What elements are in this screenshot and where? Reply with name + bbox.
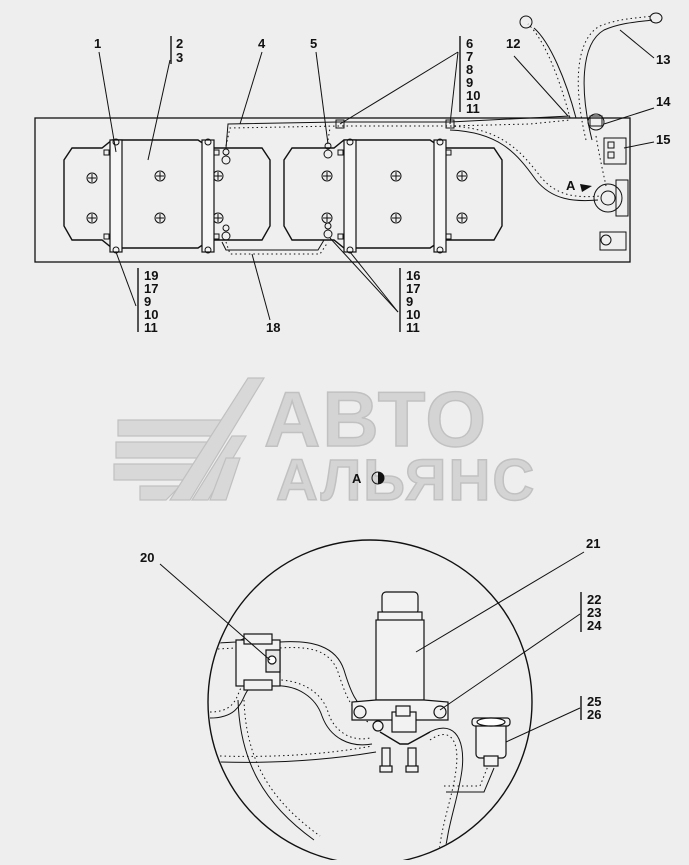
callout-10-left: 10 (144, 307, 158, 322)
callout-12: 12 (506, 36, 520, 51)
external-wires (519, 12, 663, 187)
callout-10-mid: 10 (406, 307, 420, 322)
clamp-straps (109, 139, 447, 253)
watermark-logo: АВТО АЛЬЯНС (113, 374, 536, 514)
callouts-detail: 20 21 22 23 24 25 26 (140, 536, 602, 743)
callout-3: 3 (176, 50, 183, 65)
callout-stack-top: 6 7 8 9 10 11 (466, 36, 480, 116)
callout-11-left: 11 (144, 320, 158, 335)
callout-21: 21 (586, 536, 600, 551)
callout-6: 6 (466, 36, 473, 51)
callout-26: 26 (587, 707, 601, 722)
callout-4: 4 (258, 36, 266, 51)
callout-9-mid: 9 (406, 294, 413, 309)
strap-bolts (103, 138, 452, 254)
panel-cables (221, 115, 601, 255)
callout-11-mid: 11 (406, 320, 420, 335)
view-marker-arrow (580, 184, 592, 192)
fuse-holder (235, 633, 281, 691)
detail-view-a (207, 539, 533, 865)
callout-2: 2 (176, 36, 183, 51)
callout-18: 18 (266, 320, 280, 335)
callout-17-left: 17 (144, 281, 158, 296)
callout-11: 11 (466, 101, 480, 116)
callout-23: 23 (587, 605, 601, 620)
socket-connector (471, 717, 511, 767)
callout-stack-left: 19 17 9 10 11 (144, 268, 158, 335)
callout-20: 20 (140, 550, 154, 565)
watermark-line2: АЛЬЯНС (276, 448, 536, 513)
watermark-line1: АВТО (264, 375, 488, 463)
callout-9: 9 (466, 75, 473, 90)
callout-13: 13 (656, 52, 670, 67)
callout-17-mid: 17 (406, 281, 420, 296)
battery-2 (283, 139, 503, 249)
callout-7: 7 (466, 49, 473, 64)
callout-16: 16 (406, 268, 420, 283)
callout-14: 14 (656, 94, 671, 109)
watermark-emblem (113, 377, 266, 501)
battery-panel: A (34, 12, 663, 263)
battery-1 (63, 139, 271, 249)
cell-caps-battery-1 (86, 170, 224, 224)
view-a-marker: A (352, 471, 385, 486)
battery-switch (351, 591, 449, 773)
callouts-bottom: 19 17 9 10 11 18 16 17 9 10 11 (115, 237, 420, 335)
view-a-label: A (352, 471, 362, 486)
callout-24: 24 (587, 618, 602, 633)
callout-8: 8 (466, 62, 473, 77)
callout-stack-25: 25 26 (587, 694, 601, 722)
callouts-top: 1 2 3 4 5 6 7 8 9 10 11 12 13 14 15 (94, 29, 671, 161)
disconnect-switch (593, 179, 629, 251)
callout-stack-22: 22 23 24 (587, 592, 602, 633)
callout-5: 5 (310, 36, 317, 51)
callout-15: 15 (656, 132, 670, 147)
callout-stack-mid: 16 17 9 10 11 (406, 268, 420, 335)
callout-25: 25 (587, 694, 601, 709)
callout-10: 10 (466, 88, 480, 103)
view-marker-label: A (566, 178, 576, 193)
callout-22: 22 (587, 592, 601, 607)
callout-1: 1 (94, 36, 101, 51)
callout-19: 19 (144, 268, 158, 283)
callout-9-left: 9 (144, 294, 151, 309)
